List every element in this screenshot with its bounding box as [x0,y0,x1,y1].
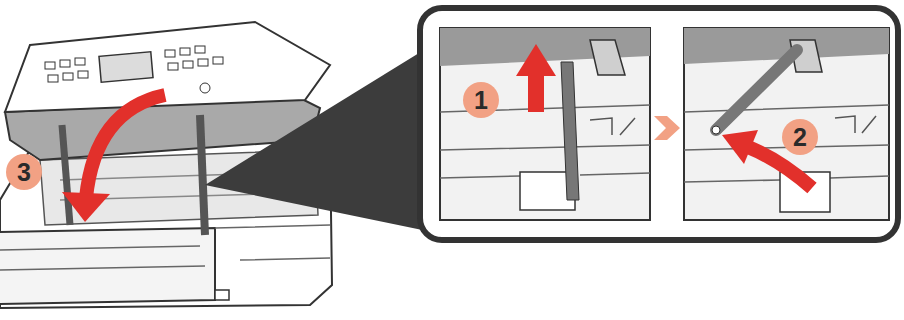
key [165,50,175,57]
scanner-unit-top [5,22,330,112]
close-arrow [86,95,165,198]
support-arm [62,125,70,225]
support-arm [716,50,797,130]
key [78,71,88,78]
output-tray [0,228,215,304]
key [183,61,193,68]
callout-number: 3 [6,154,42,190]
fold-arrow-head [722,130,758,164]
callout-number: 1 [463,82,499,118]
keypad [45,46,223,93]
holder-clip [590,118,635,135]
detail-frame [420,8,898,240]
lift-arrow-head [516,44,556,76]
key [168,63,178,70]
support-arm [561,62,579,200]
display-screen [99,52,153,82]
key [198,59,208,66]
key [195,46,205,53]
key [48,75,58,82]
latch [590,40,625,75]
key [213,57,223,64]
detail-view [684,28,889,220]
interior-rail [440,105,650,178]
tray-edge [0,246,205,270]
support-arm [200,115,205,235]
power-button [200,83,210,93]
holder-clip [835,116,876,133]
body-edge [215,225,330,260]
arm-tip [712,126,720,134]
key [180,48,190,55]
detail-view [440,28,650,220]
callout-number: 2 [782,119,818,155]
zoom-wedge [205,45,432,232]
lift-arrow-shaft [528,72,544,112]
key [45,62,55,69]
key [60,60,70,67]
key [75,58,85,65]
key [63,73,73,80]
step-arrow [654,116,680,140]
card-slot [215,290,229,300]
arrow-head [62,192,110,222]
